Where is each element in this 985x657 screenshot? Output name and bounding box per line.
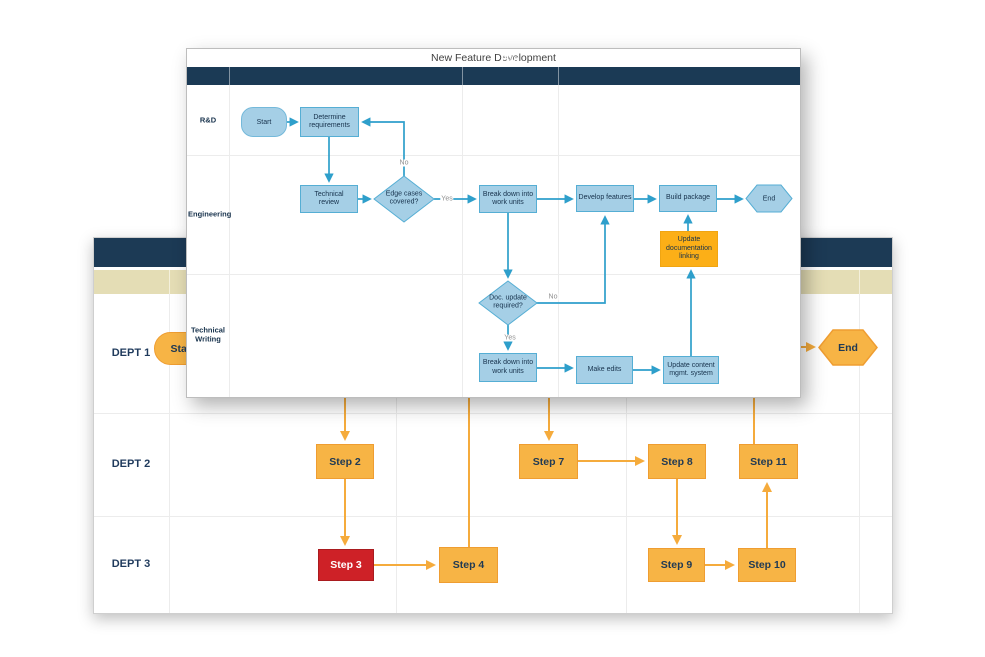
flowchart-node-determine-requirements[interactable]: Determine requirements — [300, 107, 359, 137]
flowchart-node-edge-cases-shape[interactable] — [373, 175, 435, 223]
lane-label-engineering: Engineering — [188, 209, 232, 219]
phase-label-plan: Plan — [501, 53, 519, 63]
fg-connector-layer — [287, 117, 744, 375]
grid-line — [558, 67, 559, 397]
flowchart-node-update-documentation-linking[interactable]: Update documentation linking — [660, 231, 718, 267]
flowchart-node-step10[interactable]: Step 10 — [738, 548, 796, 582]
flowchart-node-make-edits[interactable]: Make edits — [576, 356, 633, 384]
flowchart-node-doc-update-shape[interactable] — [478, 280, 538, 326]
lane-label-rnd: R&D — [199, 115, 217, 125]
node-label: Determine requirements — [309, 113, 350, 129]
grid-line — [94, 413, 892, 414]
flowchart-node-technical-review[interactable]: Technical review — [300, 185, 358, 213]
phase-label-design: Design — [331, 53, 359, 63]
flowchart-node-step7[interactable]: Step 7 — [519, 444, 578, 479]
edge-label-no-right: No — [547, 293, 559, 301]
flowchart-node-step3[interactable]: Step 3 — [318, 549, 374, 581]
flowchart-node-end-label: End — [762, 195, 776, 203]
flowchart-node-start[interactable]: Start — [241, 107, 287, 137]
foreground-flowchart-panel[interactable]: New Feature Development Design Plan Deve… — [186, 48, 801, 398]
edge-label-no-top: No — [398, 159, 410, 167]
grid-line — [626, 270, 627, 613]
phase-label-develop: Develop — [663, 53, 695, 63]
grid-line — [169, 270, 170, 613]
flowchart-node-develop-features[interactable]: Develop features — [576, 185, 634, 212]
flowchart-node-build-package[interactable]: Build package — [659, 185, 717, 212]
grid-line — [396, 270, 397, 613]
grid-line — [187, 155, 800, 156]
grid-line — [187, 274, 800, 275]
flowchart-node-breakdown-engineering[interactable]: Break down into work units — [479, 185, 537, 213]
flowchart-node-breakdown-technical-writing[interactable]: Break down into work units — [479, 353, 537, 382]
grid-line — [94, 516, 892, 517]
grid-line — [462, 67, 463, 397]
flowchart-node-end-shape[interactable] — [745, 184, 793, 213]
node-label: Technical review — [314, 190, 344, 206]
flowchart-node-step2[interactable]: Step 2 — [316, 444, 374, 479]
flowchart-node-step4[interactable]: Step 4 — [439, 547, 498, 583]
flowchart-node-doc-update-label: Doc. update required? — [489, 294, 527, 310]
edge-label-yes-mid: Yes — [440, 195, 454, 203]
lane-label-technical-writing: Technical Writing — [190, 325, 226, 344]
flowchart-node-step9[interactable]: Step 9 — [648, 548, 705, 582]
lane-label-dept2: DEPT 2 — [111, 458, 151, 470]
lane-label-dept1: DEPT 1 — [111, 347, 151, 359]
grid-line — [859, 270, 860, 613]
flowchart-node-edge-cases-label: Edge cases covered? — [385, 190, 423, 206]
edge-label-yes-down: Yes — [503, 334, 517, 342]
flowchart-node-end-shape[interactable] — [817, 328, 879, 367]
flowchart-node-step11[interactable]: Step 11 — [739, 444, 798, 479]
lane-label-dept3: DEPT 3 — [111, 558, 151, 570]
diagram-title: New Feature Development — [187, 49, 800, 67]
flowchart-node-end-label: End — [838, 342, 858, 354]
fg-header-bar — [187, 67, 800, 85]
flowchart-node-step8[interactable]: Step 8 — [648, 444, 706, 479]
grid-line — [229, 67, 230, 397]
flowchart-node-update-content-mgmt-system[interactable]: Update content mgmt. system — [663, 356, 719, 384]
bg-connector-layer — [340, 342, 816, 570]
